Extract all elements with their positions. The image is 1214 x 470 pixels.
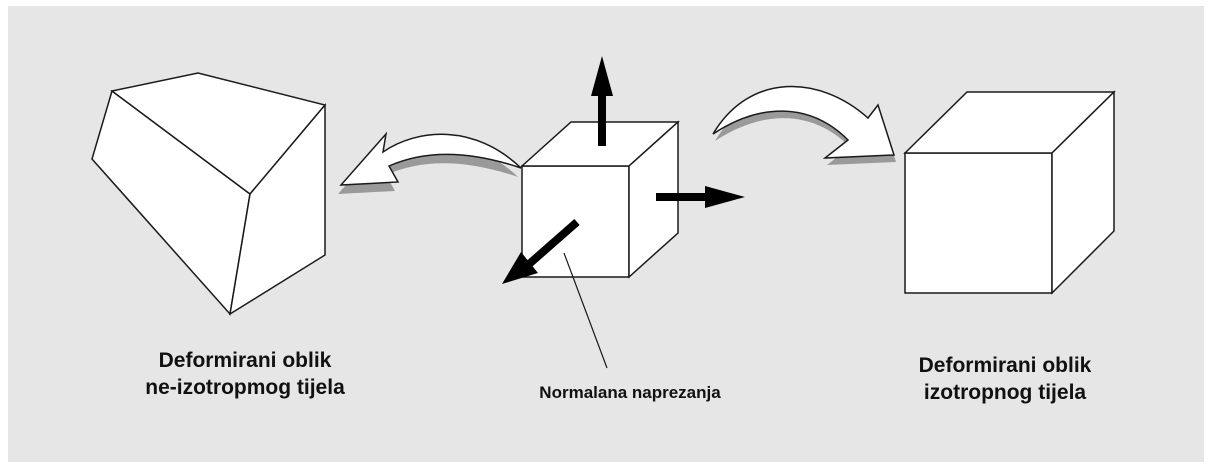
arrow-up-icon bbox=[591, 56, 613, 146]
curved-arrow-right-icon bbox=[712, 85, 896, 165]
normal-stress-label-text: Normalana naprezanja bbox=[539, 383, 721, 402]
center-label-leader-line bbox=[563, 252, 608, 369]
non-isotropic-deformed-shape-icon bbox=[91, 72, 327, 316]
normal-stress-label: Normalana naprezanja bbox=[470, 382, 790, 404]
isotropic-label: Deformirani oblik izotropnog tijela bbox=[860, 352, 1150, 407]
cube-front-face bbox=[904, 152, 1053, 294]
skewed-cube-side-face bbox=[228, 102, 326, 316]
stress-cube-side-face bbox=[628, 120, 679, 279]
arrow-down-left-icon bbox=[502, 218, 580, 284]
cube-side-face bbox=[1051, 90, 1115, 295]
curved-arrow-left-body bbox=[339, 131, 522, 186]
non-isotropic-label-line1: Deformirani oblik bbox=[158, 349, 332, 372]
isotropic-label-line1: Deformirani oblik bbox=[918, 354, 1092, 377]
isotropic-label-line2: izotropnog tijela bbox=[923, 381, 1087, 405]
arrow-right-icon bbox=[656, 186, 745, 208]
curved-arrow-right-body bbox=[712, 85, 896, 159]
non-isotropic-label-line2: ne-izotropmog tijela bbox=[145, 376, 345, 400]
non-isotropic-label: Deformirani oblik ne-izotropmog tijela bbox=[100, 347, 390, 402]
curved-arrow-left-icon bbox=[338, 131, 522, 194]
isotropic-deformed-shape-icon bbox=[903, 90, 1116, 295]
